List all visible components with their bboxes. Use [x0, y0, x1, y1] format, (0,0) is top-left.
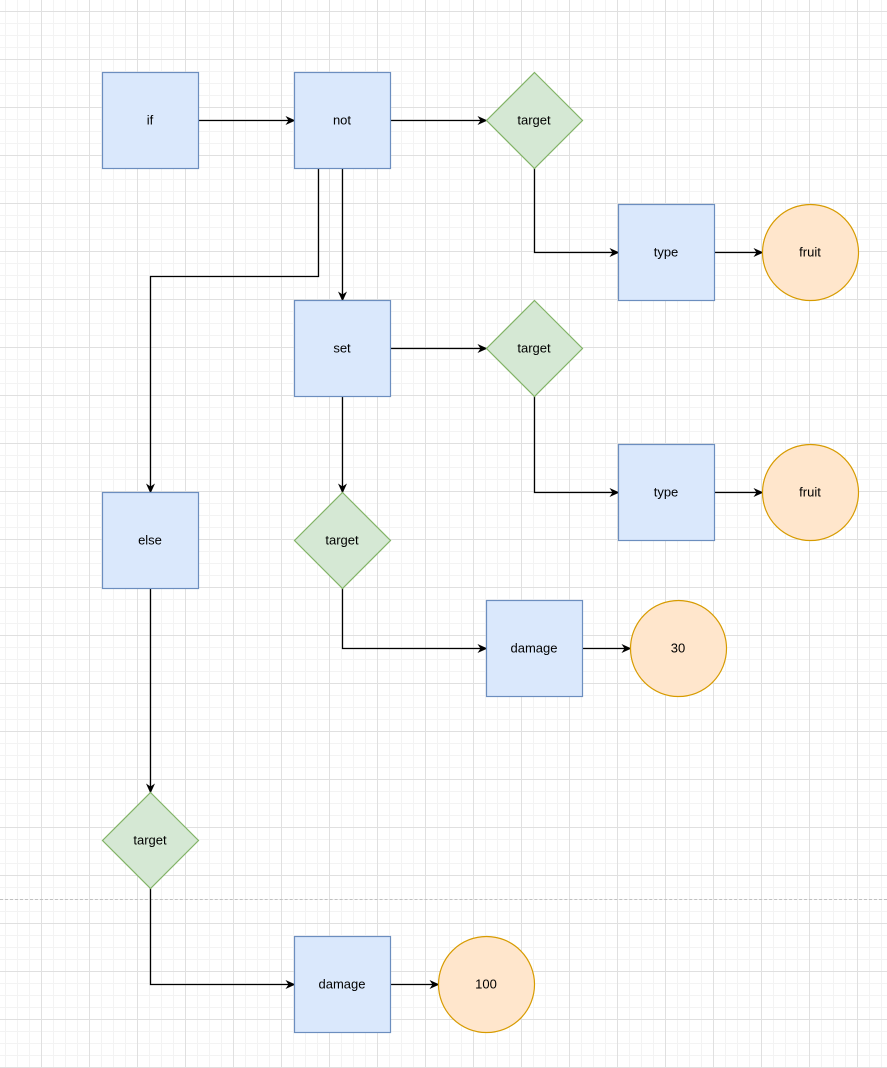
decision-diamond[interactable] — [293, 491, 392, 590]
node-val30[interactable]: 30 — [629, 599, 728, 698]
node-target2[interactable]: target — [485, 299, 584, 398]
page-break-line — [0, 899, 887, 900]
decision-diamond[interactable] — [101, 791, 200, 890]
node-label: 30 — [671, 641, 685, 656]
connector-target4-to-damage2[interactable] — [149, 888, 296, 989]
node-label: fruit — [799, 245, 821, 260]
node-label: target — [517, 341, 551, 356]
node-label: not — [333, 113, 351, 128]
decision-diamond[interactable] — [485, 71, 584, 170]
process-box[interactable] — [101, 71, 200, 170]
process-box[interactable] — [617, 443, 716, 542]
connector-target1-to-type1[interactable] — [533, 168, 620, 257]
node-set[interactable]: set — [293, 299, 392, 398]
node-type1[interactable]: type — [617, 203, 716, 302]
node-label: 100 — [475, 977, 497, 992]
nodes-layer: if not target type fruit set target type fruit el… — [101, 71, 860, 1034]
value-circle[interactable] — [629, 599, 728, 698]
process-box[interactable] — [485, 599, 584, 698]
connector-target2-to-type2[interactable] — [533, 396, 620, 497]
node-val100[interactable]: 100 — [437, 935, 536, 1034]
node-label: damage — [511, 641, 558, 656]
node-label: fruit — [799, 485, 821, 500]
node-else[interactable]: else — [101, 491, 200, 590]
node-fruit2[interactable]: fruit — [761, 443, 860, 542]
node-label: type — [654, 245, 679, 260]
node-if[interactable]: if — [101, 71, 200, 170]
node-label: else — [138, 533, 162, 548]
value-circle[interactable] — [761, 443, 860, 542]
node-label: damage — [319, 977, 366, 992]
node-type2[interactable]: type — [617, 443, 716, 542]
node-label: set — [333, 341, 351, 356]
node-target3[interactable]: target — [293, 491, 392, 590]
node-damage2[interactable]: damage — [293, 935, 392, 1034]
node-label: type — [654, 485, 679, 500]
process-box[interactable] — [293, 935, 392, 1034]
node-not[interactable]: not — [293, 71, 392, 170]
node-fruit1[interactable]: fruit — [761, 203, 860, 302]
connector-target3-to-damage1[interactable] — [341, 588, 488, 653]
process-box[interactable] — [293, 299, 392, 398]
node-label: target — [133, 833, 167, 848]
value-circle[interactable] — [437, 935, 536, 1034]
node-target1[interactable]: target — [485, 71, 584, 170]
decision-diamond[interactable] — [485, 299, 584, 398]
connector-not-to-else[interactable] — [146, 168, 320, 494]
edges-layer — [146, 116, 764, 989]
process-box[interactable] — [617, 203, 716, 302]
node-damage1[interactable]: damage — [485, 599, 584, 698]
node-target4[interactable]: target — [101, 791, 200, 890]
node-label: if — [147, 113, 154, 128]
node-label: target — [517, 113, 551, 128]
process-box[interactable] — [293, 71, 392, 170]
process-box[interactable] — [101, 491, 200, 590]
value-circle[interactable] — [761, 203, 860, 302]
node-label: target — [325, 533, 359, 548]
